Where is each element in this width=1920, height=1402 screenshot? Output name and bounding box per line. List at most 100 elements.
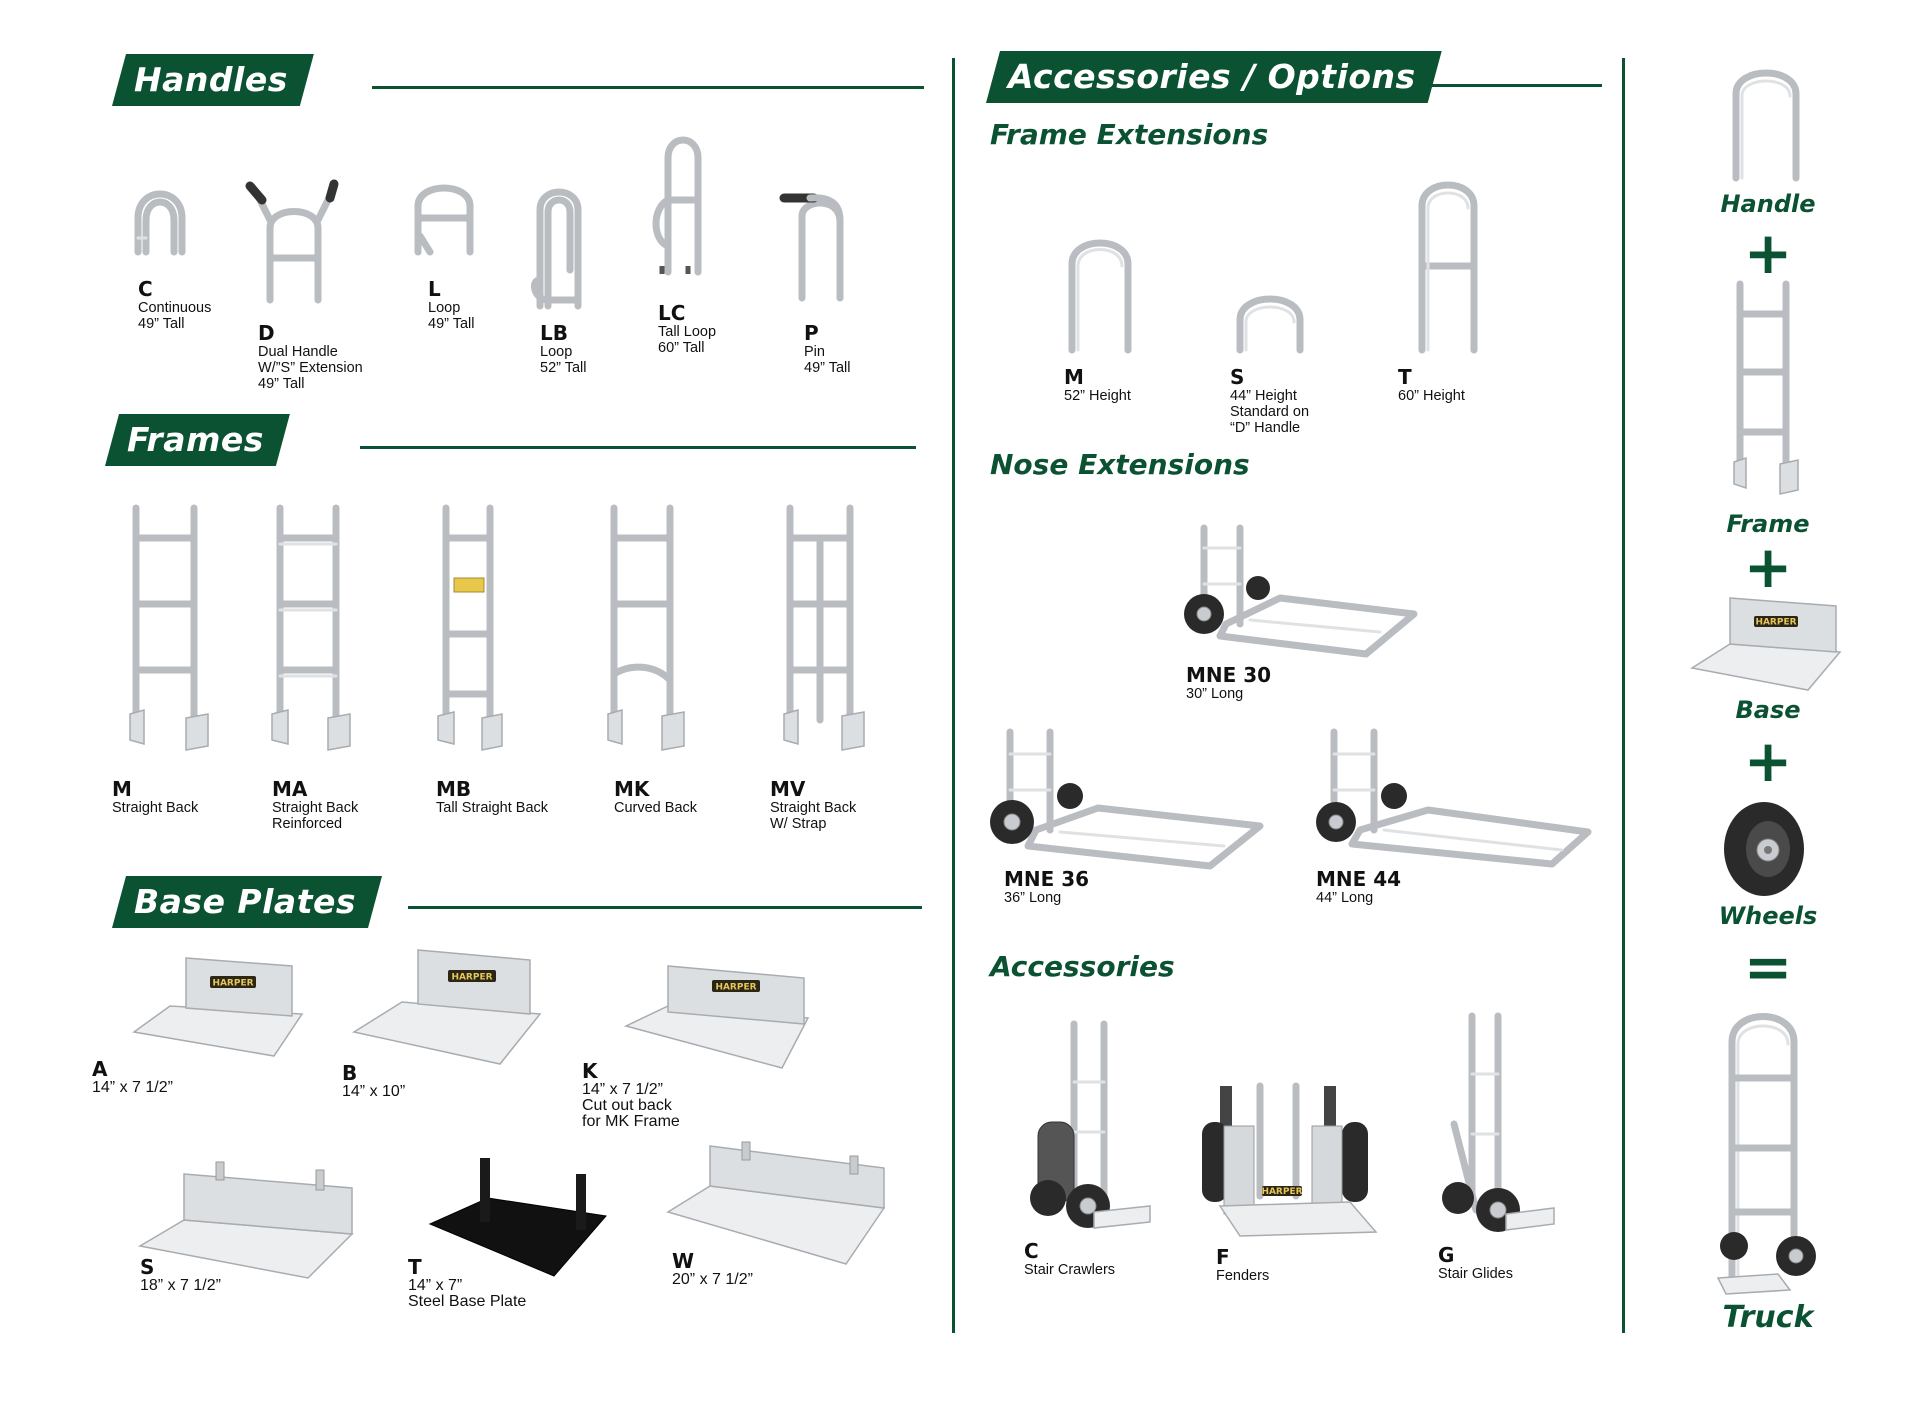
handle-l-image	[414, 184, 474, 256]
handles-banner: Handles	[112, 54, 314, 106]
handle-d-desc: Dual Handle W/”S” Extension 49” Tall	[258, 344, 363, 392]
nose-extension-mne30-code: MNE 30	[1186, 663, 1272, 687]
accessory-c-code: C	[1024, 1239, 1039, 1263]
frame-m-code: M	[112, 777, 132, 801]
handles-rule	[372, 86, 924, 89]
wheel-image	[1724, 802, 1804, 896]
base-plate-k-image: HARPER	[623, 965, 810, 1069]
nose-extension-mne44-code: MNE 44	[1316, 867, 1402, 891]
handle-c-code: C	[138, 277, 153, 301]
frame-extension-s-code: S	[1230, 365, 1245, 389]
handle-p-image	[779, 193, 844, 302]
base-plate-a-desc: 14” x 7 1/2”	[92, 1079, 173, 1096]
hand-truck-image	[1716, 1013, 1816, 1295]
frame-mv-desc: Straight Back W/ Strap	[770, 800, 857, 832]
base-plate-b-image: HARPER	[352, 949, 542, 1065]
handle-c-desc: Continuous 49” Tall	[138, 300, 212, 332]
frame-image	[1733, 280, 1799, 495]
frame-mb-code: MB	[436, 777, 472, 801]
frame-extension-t-desc: 60” Height	[1398, 388, 1465, 404]
build-base-label: Base	[1735, 696, 1801, 724]
handle-lc-code: LC	[658, 301, 686, 325]
handle-l-code: L	[428, 277, 441, 301]
plus-icon: +	[1743, 533, 1793, 601]
handle-c-image	[134, 190, 186, 256]
plus-icon: +	[1743, 727, 1793, 795]
frame-mb-desc: Tall Straight Back	[436, 800, 549, 816]
build-wheels-label: Wheels	[1718, 902, 1818, 930]
base-plate-a-image: HARPER	[132, 957, 304, 1057]
build-base-logo: HARPER	[1755, 618, 1796, 628]
frame-extension-t-image	[1418, 181, 1478, 354]
base-plate-t-code: T	[408, 1255, 422, 1279]
nose-extension-mne44-image	[1316, 728, 1592, 868]
base-plate-s-image	[137, 1161, 354, 1279]
build-handle-label: Handle	[1720, 190, 1816, 218]
nose-extension-mne30-desc: 30” Long	[1186, 686, 1244, 702]
base-plate-w-code: W	[672, 1249, 695, 1273]
frame-mv-code: MV	[770, 777, 806, 801]
nose-extension-mne36-image	[990, 728, 1264, 870]
plus-icon: +	[1743, 219, 1793, 287]
accessories-heading: Accessories	[990, 950, 1175, 983]
frames-banner: Frames	[105, 414, 290, 466]
frame-mk-image	[607, 504, 685, 751]
frame-mb-image	[437, 504, 503, 751]
handle-image	[1732, 69, 1800, 182]
frame-mk-desc: Curved Back	[614, 800, 698, 816]
handle-lb-image	[530, 188, 582, 310]
base-plate-w-desc: 20” x 7 1/2”	[672, 1271, 753, 1288]
base-plate-k-code: K	[582, 1059, 598, 1083]
base-plate-k-desc: 14” x 7 1/2” Cut out back for MK Frame	[582, 1081, 680, 1130]
nose-extensions-heading: Nose Extensions	[990, 448, 1250, 481]
frame-mv-image	[783, 504, 865, 751]
frame-extension-m-image	[1068, 239, 1132, 354]
frame-extension-s-desc: 44” Height Standard on “D” Handle	[1230, 388, 1310, 436]
base-plate-s-desc: 18” x 7 1/2”	[140, 1277, 221, 1294]
handle-lb-code: LB	[540, 321, 568, 345]
handle-lc-desc: Tall Loop 60” Tall	[658, 324, 717, 356]
accessory-c-stair-crawlers-image	[1030, 1020, 1151, 1229]
accessories-options-rule	[1428, 84, 1602, 87]
equals-icon: =	[1743, 933, 1793, 1001]
base-plate-b-desc: 14” x 10”	[342, 1083, 406, 1100]
column-divider-left	[952, 58, 955, 1333]
accessory-g-stair-glides-image	[1442, 1012, 1555, 1232]
accessory-g-code: G	[1438, 1243, 1455, 1267]
accessory-c-desc: Stair Crawlers	[1024, 1262, 1116, 1278]
accessory-f-code: F	[1216, 1245, 1230, 1269]
base-plate-b-code: B	[342, 1061, 358, 1085]
nose-extension-mne36-code: MNE 36	[1004, 867, 1090, 891]
base-plate-a-code: A	[92, 1057, 108, 1081]
base-plate-image: HARPER	[1689, 597, 1842, 691]
frame-extension-m-code: M	[1064, 365, 1084, 389]
frame-extension-t-code: T	[1398, 365, 1412, 389]
accessory-f-desc: Fenders	[1216, 1268, 1270, 1284]
accessories-options-banner: Accessories / Options	[986, 51, 1442, 103]
frame-m-desc: Straight Back	[112, 800, 199, 816]
handle-d-code: D	[258, 321, 275, 345]
handle-lc-image	[652, 136, 702, 276]
base-plate-s-code: S	[140, 1255, 155, 1279]
handle-lb-desc: Loop 52” Tall	[540, 344, 587, 376]
nose-extension-mne36-desc: 36” Long	[1004, 890, 1062, 906]
base-plate-w-image	[666, 1141, 886, 1265]
frame-m-image	[129, 504, 209, 751]
base-plate-a-logo: HARPER	[212, 979, 253, 989]
frame-extension-s-image	[1236, 295, 1304, 354]
nose-extension-mne30-image	[1184, 524, 1418, 658]
base-plate-b-logo: HARPER	[451, 973, 492, 983]
frame-ma-image	[271, 504, 351, 751]
column-divider-right	[1622, 58, 1625, 1333]
build-truck-label: Truck	[1722, 1300, 1814, 1335]
frame-ma-desc: Straight Back Reinforced	[272, 800, 359, 832]
handle-l-desc: Loop 49” Tall	[428, 300, 475, 332]
handle-p-code: P	[804, 321, 819, 345]
frame-extension-m-desc: 52” Height	[1064, 388, 1131, 404]
accessory-g-desc: Stair Glides	[1438, 1266, 1513, 1282]
base-plate-t-desc: 14” x 7” Steel Base Plate	[408, 1277, 527, 1310]
nose-extension-mne44-desc: 44” Long	[1316, 890, 1374, 906]
accessory-f-logo: HARPER	[1261, 1187, 1302, 1197]
base-plate-t-image	[428, 1158, 607, 1277]
handle-p-desc: Pin 49” Tall	[804, 344, 851, 376]
